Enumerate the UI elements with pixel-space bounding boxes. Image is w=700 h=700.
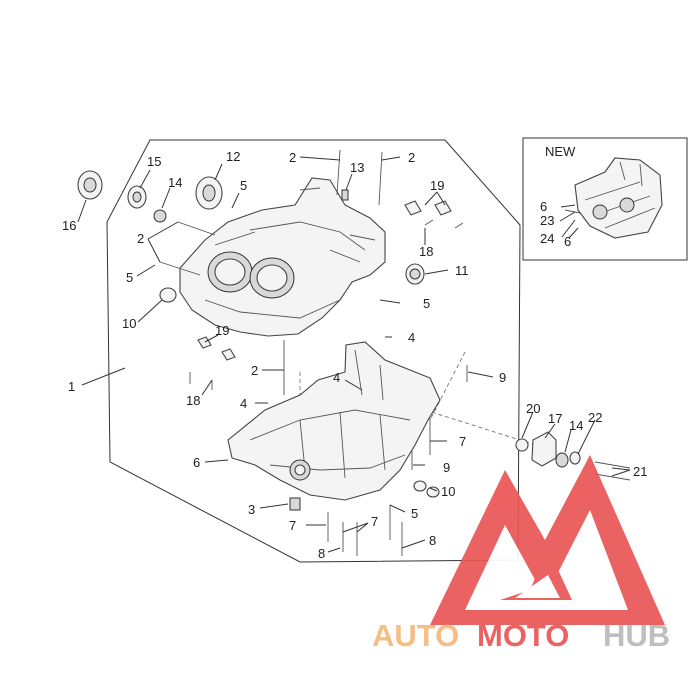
callout-17: 17 [548,411,562,426]
part-plug-13 [341,189,349,201]
inset-title: NEW [545,144,576,159]
part-bearing-16 [77,170,103,200]
callout-5: 5 [411,506,418,521]
watermark-logo-mark [430,455,665,625]
crankcase-group-outline [106,139,521,563]
watermark-text-hub: HUB [603,618,670,653]
studs-2 [159,149,383,395]
callout-18: 18 [419,244,433,259]
callout-5: 5 [126,270,133,285]
part-bushes-10-lower [413,480,440,498]
inset-callout-6: 6 [564,234,571,249]
upper-crankcase [179,177,386,337]
callout-16: 16 [62,218,76,233]
callout-labels: 1 2 2 2 2 3 4 4 4 5 5 5 5 6 7 7 7 8 8 9 … [62,149,647,561]
callout-9: 9 [443,460,450,475]
callout-14: 14 [569,418,583,433]
callout-2: 2 [137,231,144,246]
part-oil-jets-18-19-lower [189,336,236,390]
callout-10: 10 [441,484,455,499]
callout-1: 1 [68,379,75,394]
callout-11: 11 [455,263,469,278]
valve-group-17-22 [515,431,631,481]
callout-5: 5 [423,296,430,311]
callout-14: 14 [168,175,182,190]
lower-crankcase [227,341,441,501]
callout-10: 10 [122,316,136,331]
inset-new-variant: NEW [522,137,688,261]
inset-callout-24: 24 [540,231,554,246]
callout-7: 7 [459,434,466,449]
leader-lines [77,156,631,553]
automotohub-watermark: AUTO MOTO HUB [372,455,670,653]
callout-2: 2 [251,363,258,378]
callout-19: 19 [430,178,444,193]
callout-19: 19 [215,323,229,338]
callout-3: 3 [248,502,255,517]
part-bush-14 [153,209,167,223]
callout-8: 8 [429,533,436,548]
callout-4: 4 [240,396,247,411]
callout-4: 4 [408,330,415,345]
callout-2: 2 [289,150,296,165]
callout-20: 20 [526,401,540,416]
watermark-text-auto: AUTO [372,618,459,653]
callout-9: 9 [499,370,506,385]
callout-8: 8 [318,546,325,561]
callout-12: 12 [226,149,240,164]
callout-18: 18 [186,393,200,408]
callout-5: 5 [240,178,247,193]
part-plug-3 [289,497,301,511]
callout-13: 13 [350,160,364,175]
part-bush-10-upper [159,287,177,303]
callout-7: 7 [289,518,296,533]
callout-6: 6 [193,455,200,470]
callout-21: 21 [633,464,647,479]
callout-7: 7 [371,514,378,529]
part-oil-jets-18-19-upper [404,200,464,229]
inset-callout-23: 23 [540,213,554,228]
callout-22: 22 [588,410,602,425]
callout-4: 4 [333,370,340,385]
part-bearing-15 [127,185,147,209]
part-bearing-12 [195,176,223,210]
part-seal-11 [405,263,425,285]
callout-2: 2 [408,150,415,165]
inset-callout-6: 6 [540,199,547,214]
watermark-text-moto: MOTO [477,618,569,653]
callout-15: 15 [147,154,161,169]
bolts-7-8-9 [327,365,468,556]
